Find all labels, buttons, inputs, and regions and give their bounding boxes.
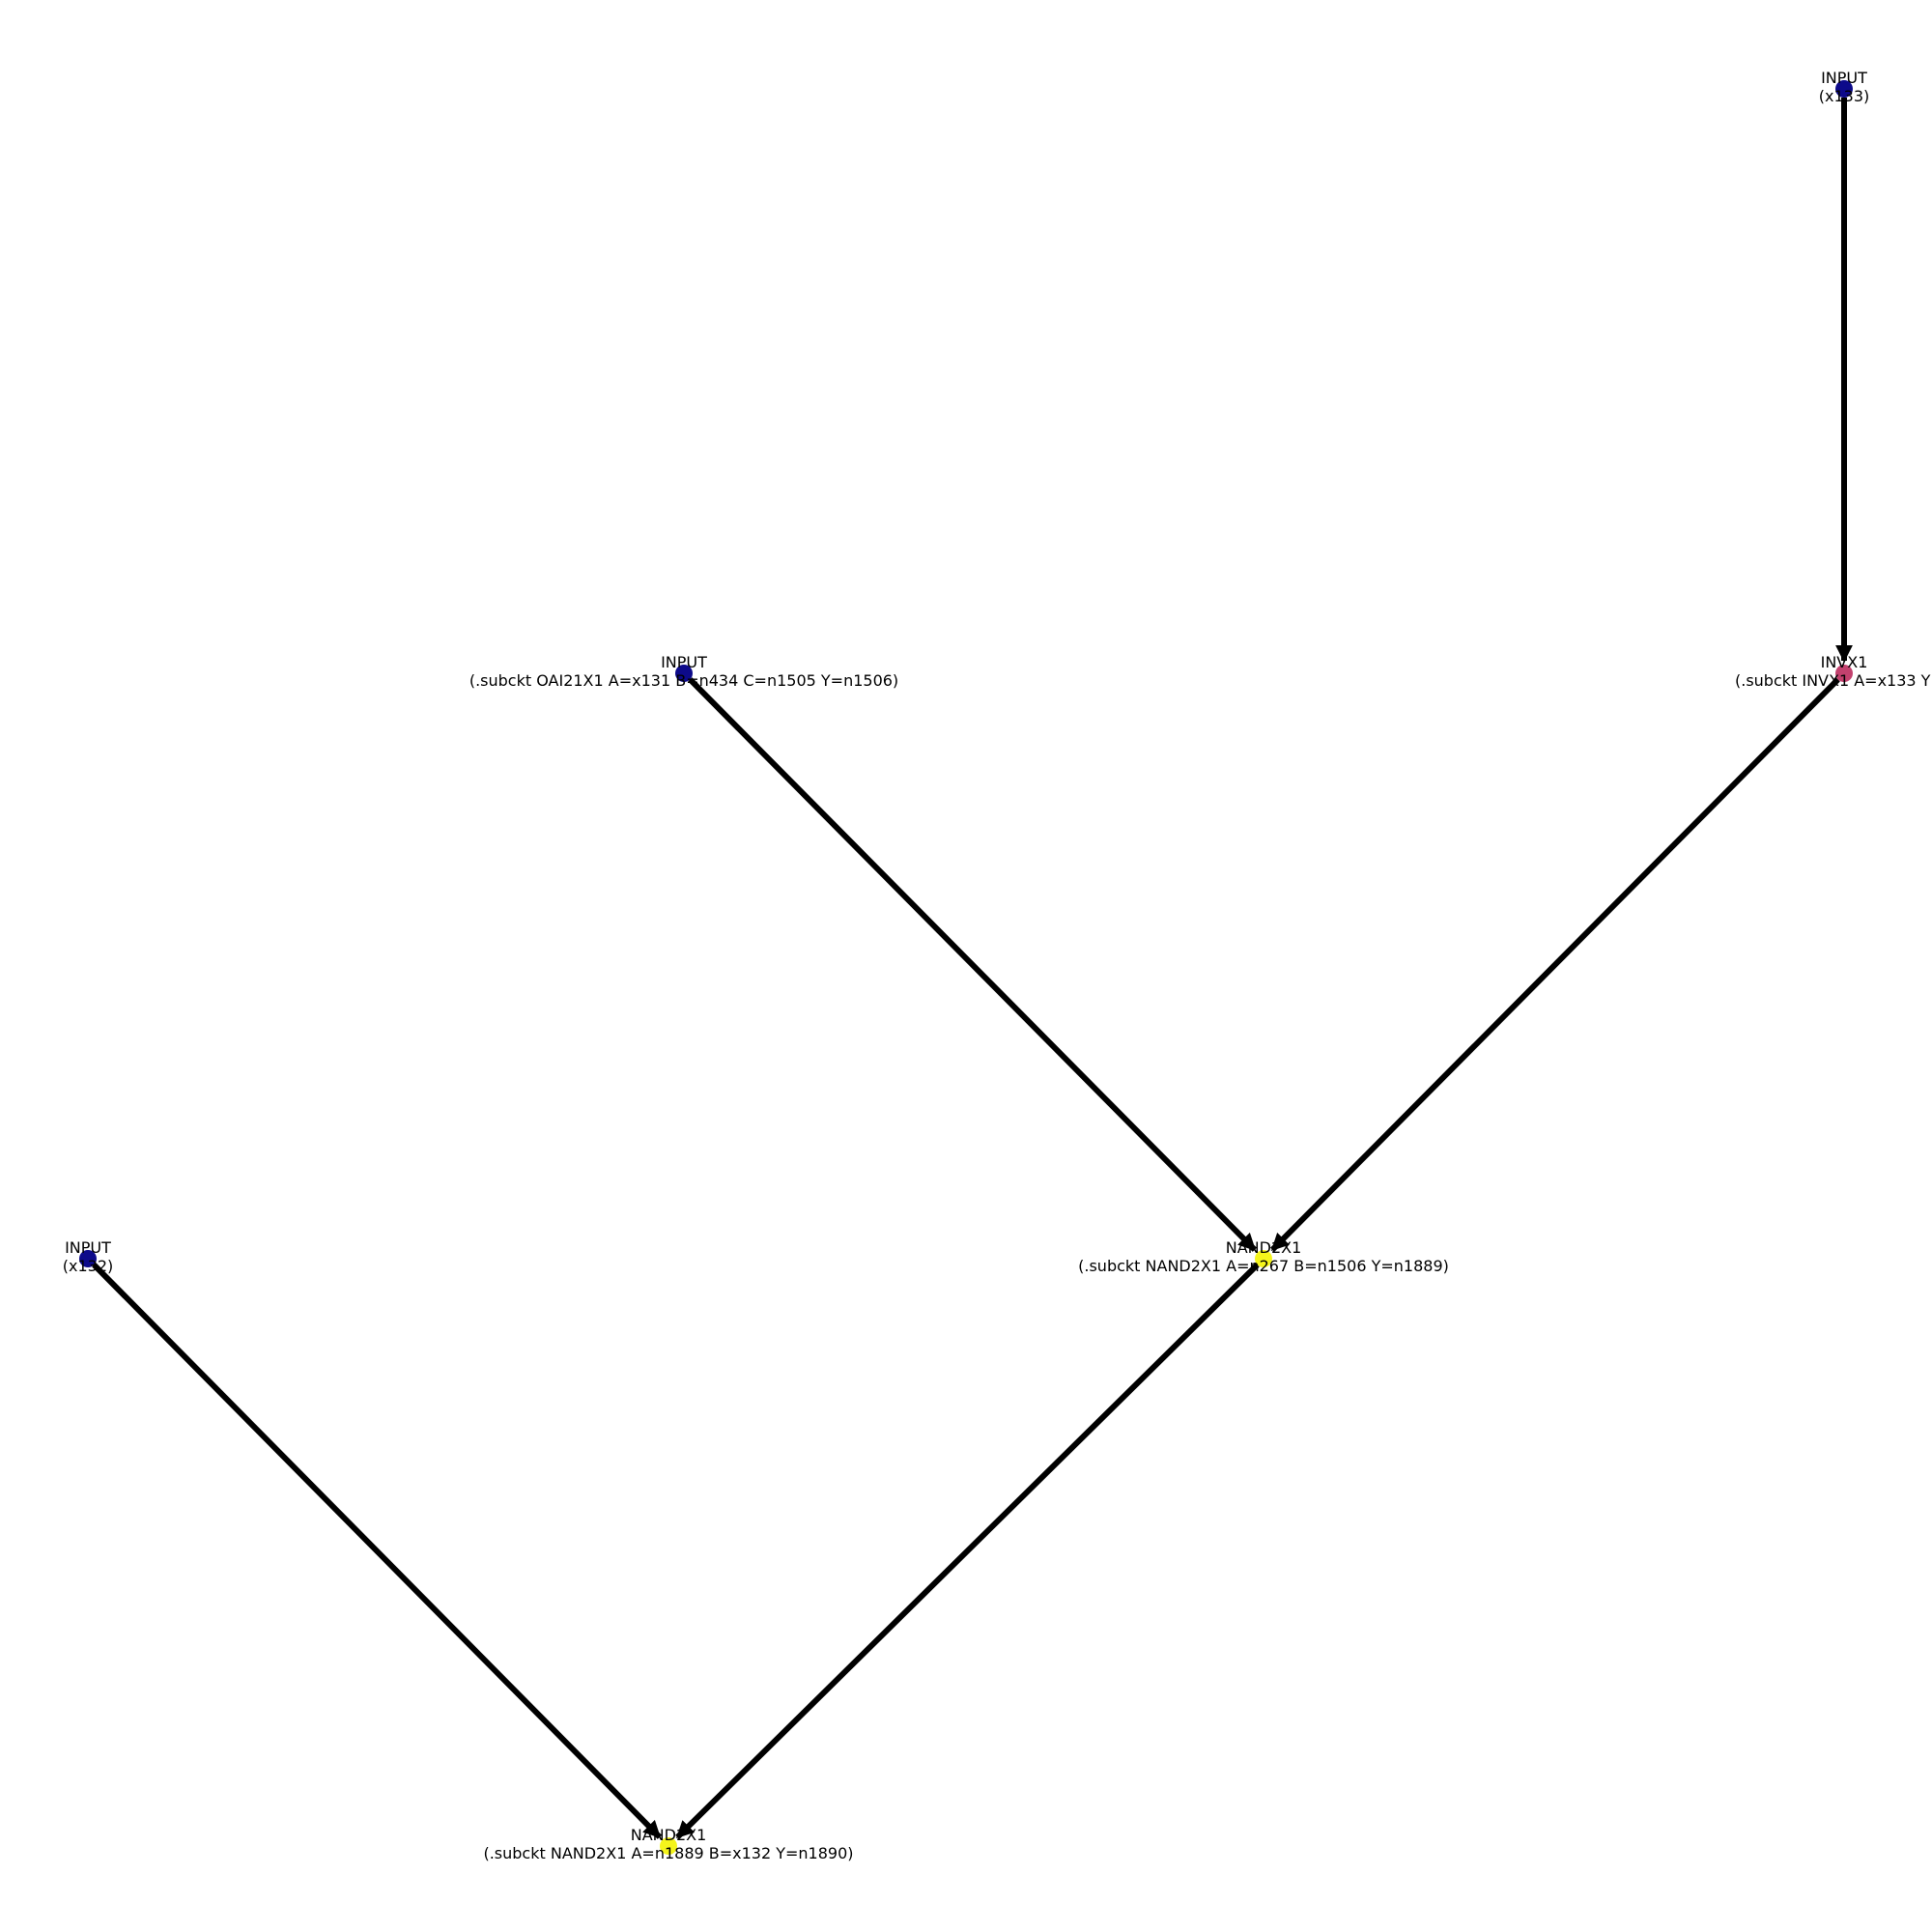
node-detail-nand-1890: (.subckt NAND2X1 A=n1889 B=x132 Y=n1890) bbox=[483, 1844, 853, 1862]
edge-nand-1889-to-nand-1890 bbox=[675, 1263, 1260, 1840]
node-in-x132[interactable] bbox=[79, 1250, 97, 1267]
node-nand-1889[interactable] bbox=[1255, 1250, 1272, 1267]
edge-inv-to-nand-1889 bbox=[1270, 677, 1840, 1252]
node-title-in-oai: INPUT bbox=[661, 653, 707, 671]
node-title-inv: INVX1 bbox=[1821, 653, 1868, 671]
labels-layer: INPUT(x133)INPUT(.subckt OAI21X1 A=x131 … bbox=[63, 69, 1932, 1862]
edges-layer bbox=[92, 98, 1853, 1840]
nodes-layer bbox=[79, 80, 1853, 1855]
node-detail-in-x132: (x132) bbox=[63, 1257, 114, 1275]
edge-in-oai-to-nand-1889 bbox=[688, 677, 1257, 1252]
node-in-oai[interactable] bbox=[675, 665, 693, 682]
node-title-nand-1889: NAND2X1 bbox=[1226, 1238, 1302, 1257]
node-title-nand-1890: NAND2X1 bbox=[631, 1826, 707, 1844]
node-detail-inv: (.subckt INVX1 A=x133 Y=n bbox=[1735, 671, 1932, 690]
node-detail-in-oai: (.subckt OAI21X1 A=x131 B=n434 C=n1505 Y… bbox=[469, 671, 898, 690]
node-in-x133[interactable] bbox=[1835, 80, 1853, 98]
node-detail-nand-1889: (.subckt NAND2X1 A=n267 B=n1506 Y=n1889) bbox=[1078, 1257, 1449, 1275]
node-inv[interactable] bbox=[1835, 665, 1853, 682]
node-title-in-x132: INPUT bbox=[65, 1238, 111, 1257]
node-nand-1890[interactable] bbox=[660, 1837, 677, 1855]
edge-in-x132-to-nand-1890 bbox=[92, 1263, 662, 1839]
node-detail-in-x133: (x133) bbox=[1819, 87, 1870, 105]
node-title-in-x133: INPUT bbox=[1821, 69, 1867, 87]
